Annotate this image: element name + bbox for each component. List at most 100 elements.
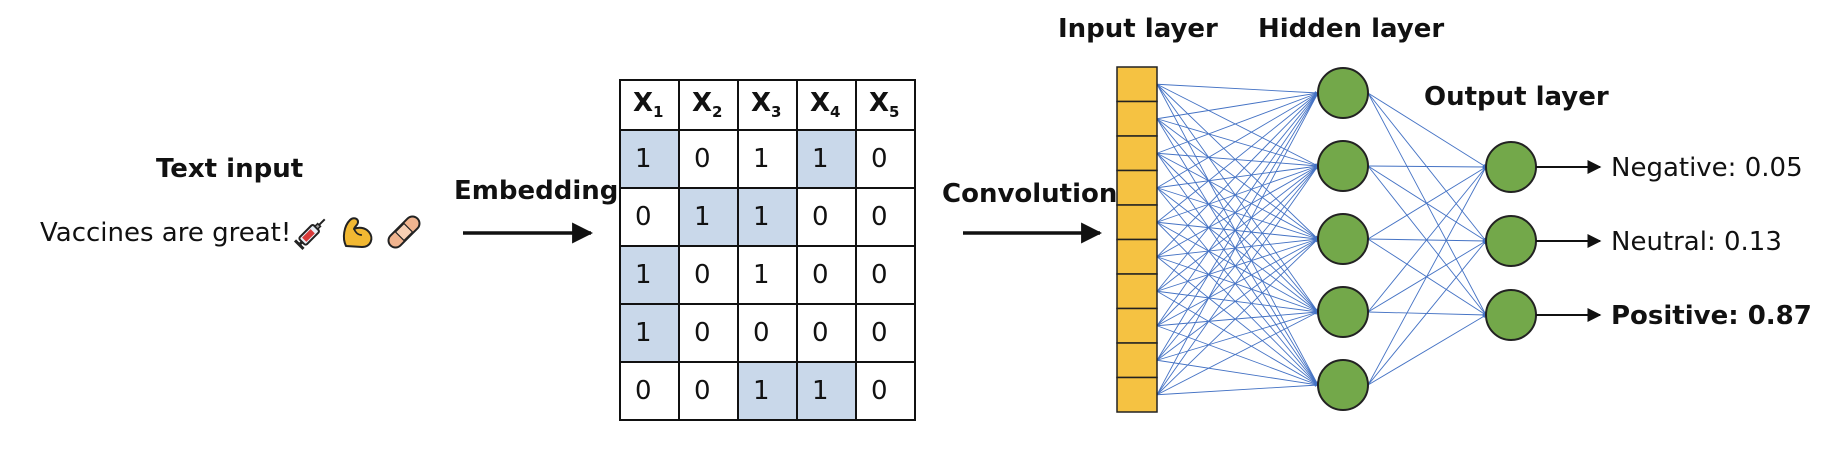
output-label-neutral: Neutral: 0.13	[1611, 227, 1782, 257]
matrix-cell: 0	[678, 303, 739, 363]
matrix-cell: 1	[678, 187, 739, 247]
input-unit	[1116, 100, 1158, 137]
matrix-cell: 0	[619, 361, 680, 421]
connection-input-hidden	[1156, 92, 1319, 395]
matrix-cell: 0	[796, 187, 857, 247]
connection-input-hidden	[1156, 165, 1319, 396]
hidden-neuron	[1317, 359, 1369, 411]
connection-input-hidden	[1156, 187, 1319, 386]
connection-input-hidden	[1156, 290, 1319, 386]
matrix-cell: 1	[619, 129, 680, 189]
connection-input-hidden	[1156, 238, 1319, 396]
connection-hidden-output	[1367, 165, 1487, 169]
output-label-negative: Negative: 0.05	[1611, 153, 1803, 183]
connection-hidden-output	[1367, 166, 1487, 386]
connection-input-hidden	[1156, 83, 1319, 240]
connection-input-hidden	[1156, 256, 1319, 386]
connections-group	[1156, 83, 1487, 396]
text-input-title: Text input	[156, 154, 304, 184]
input-unit	[1116, 376, 1158, 413]
matrix-cell: 0	[796, 245, 857, 305]
connection-input-hidden	[1156, 238, 1319, 361]
matrix-header-x1: X1	[619, 79, 680, 131]
matrix-cell: 1	[796, 361, 857, 421]
output-neuron	[1485, 215, 1537, 267]
connection-input-hidden	[1156, 165, 1319, 258]
connection-input-hidden	[1156, 152, 1319, 313]
convolution-label: Convolution	[942, 179, 1118, 209]
hidden-layer-label: Hidden layer	[1258, 14, 1445, 44]
connection-input-hidden	[1156, 164, 1319, 189]
connection-input-hidden	[1156, 83, 1319, 313]
connection-input-hidden	[1156, 152, 1319, 240]
matrix-cell: 0	[855, 361, 916, 421]
matrix-cell: 1	[737, 245, 798, 305]
connection-input-hidden	[1156, 83, 1319, 167]
matrix-cell: 1	[796, 129, 857, 189]
input-unit	[1116, 342, 1158, 379]
connection-hidden-output	[1367, 314, 1487, 386]
matrix-header-x5: X5	[855, 79, 916, 131]
connection-input-hidden	[1156, 152, 1319, 168]
matrix-cell: 1	[737, 187, 798, 247]
connection-input-hidden	[1156, 311, 1319, 361]
connection-input-hidden	[1156, 92, 1319, 327]
input-unit	[1116, 135, 1158, 172]
connection-input-hidden	[1156, 290, 1319, 314]
connection-input-hidden	[1156, 165, 1319, 361]
input-unit	[1116, 204, 1158, 241]
matrix-cell: 0	[855, 187, 916, 247]
matrix-cell: 0	[855, 303, 916, 363]
matrix-cell: 1	[619, 303, 680, 363]
connection-input-hidden	[1156, 311, 1319, 396]
matrix-cell: 0	[678, 245, 739, 305]
input-sentence: Vaccines are great!	[40, 218, 292, 248]
matrix-header-x2: X2	[678, 79, 739, 131]
connection-input-hidden	[1156, 92, 1319, 292]
connection-hidden-output	[1367, 92, 1487, 242]
neurons-group	[1116, 66, 1602, 413]
matrix-cell: 0	[678, 129, 739, 189]
connection-input-hidden	[1156, 83, 1319, 95]
input-unit	[1116, 273, 1158, 310]
connection-input-hidden	[1156, 92, 1319, 361]
input-unit	[1116, 66, 1158, 103]
input-layer-label: Input layer	[1058, 14, 1218, 44]
connection-input-hidden	[1156, 118, 1319, 386]
connection-hidden-output	[1367, 166, 1487, 313]
connection-input-hidden	[1156, 152, 1319, 386]
connection-input-hidden	[1156, 221, 1319, 386]
connection-input-hidden	[1156, 310, 1319, 327]
connection-input-hidden	[1156, 165, 1319, 327]
matrix-cell: 0	[855, 245, 916, 305]
matrix-cell: 1	[737, 129, 798, 189]
connection-input-hidden	[1156, 221, 1319, 313]
hidden-neuron	[1317, 213, 1369, 265]
output-neuron	[1485, 141, 1537, 193]
flexed-biceps-icon	[342, 217, 373, 248]
input-unit	[1116, 238, 1158, 275]
matrix-cell: 1	[619, 245, 680, 305]
hidden-neuron	[1317, 140, 1369, 192]
matrix-header-x4: X4	[796, 79, 857, 131]
connection-input-hidden	[1156, 92, 1319, 189]
connection-input-hidden	[1156, 383, 1319, 396]
connection-input-hidden	[1156, 118, 1319, 167]
output-layer-label: Output layer	[1424, 82, 1609, 112]
connection-input-hidden	[1156, 238, 1319, 292]
connection-input-hidden	[1156, 118, 1319, 313]
matrix-cell: 0	[678, 361, 739, 421]
syringe-icon	[293, 218, 326, 251]
matrix-cell: 0	[619, 187, 680, 247]
matrix-cell: 0	[855, 129, 916, 189]
matrix-cell: 1	[737, 361, 798, 421]
